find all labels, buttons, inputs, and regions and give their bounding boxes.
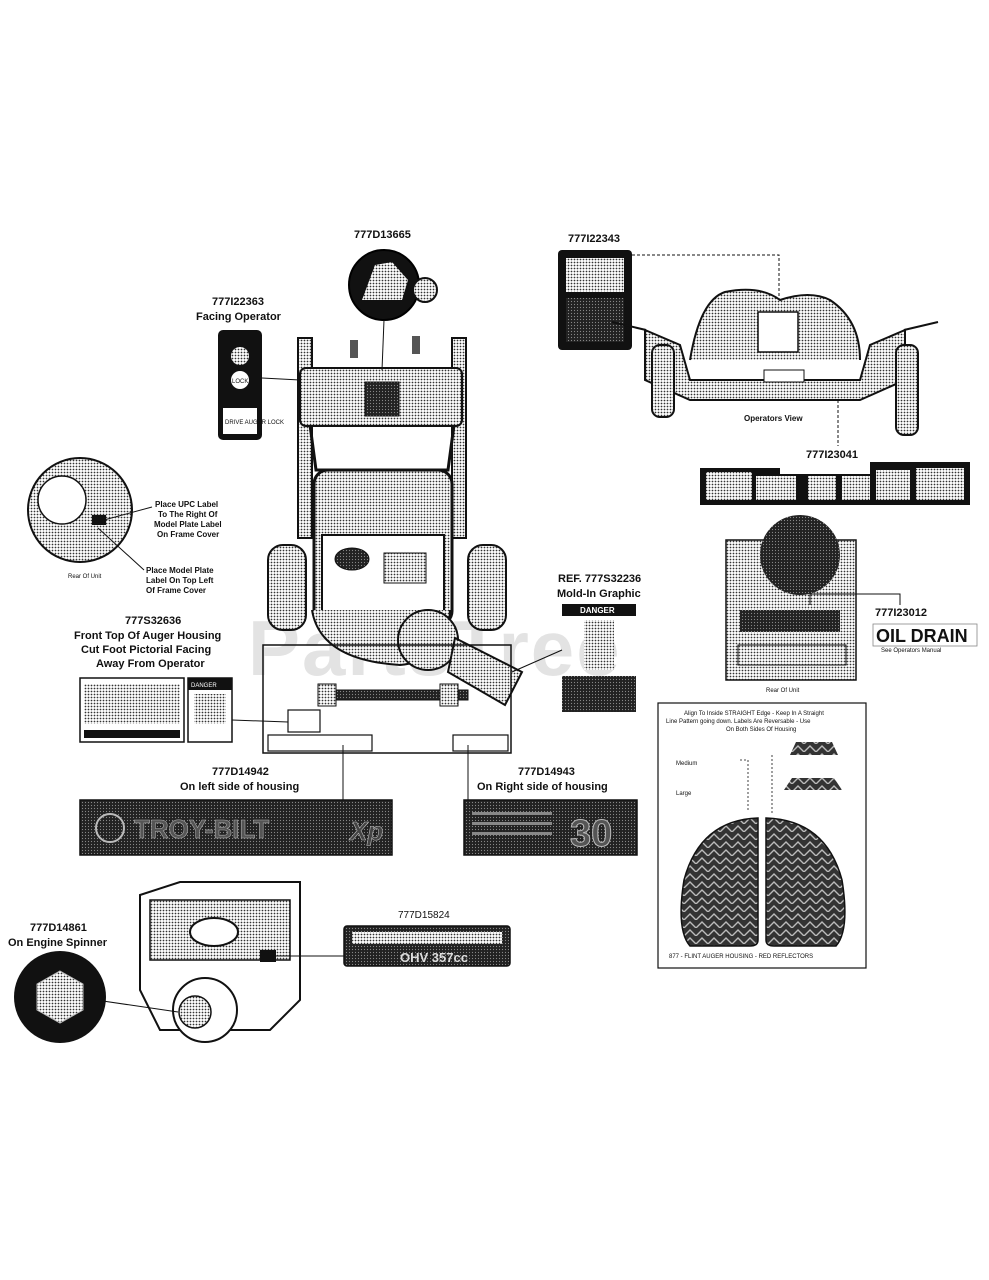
- snowthrower-drawing: [262, 336, 524, 754]
- operators-view-caption: Operators View: [744, 414, 803, 423]
- danger-777s32236: DANGER: [580, 606, 615, 615]
- decal-777i22363[interactable]: LOCK DRIVE AUGER LOCK: [218, 330, 284, 440]
- reflectors-footer: 877 - FLINT AUGER HOUSING - RED REFLECTO…: [669, 954, 813, 960]
- decal-777d14942[interactable]: TROY-BILT Xp: [79, 799, 393, 856]
- upc-note-line-2: To The Right Of: [158, 510, 218, 519]
- part-number-777d14942: 777D14942: [212, 766, 269, 778]
- reflectors-instruction-line-2: Line Pattern going down. Labels Are Reve…: [666, 719, 811, 725]
- model-plate-note-line-2: Label On Top Left: [146, 576, 214, 585]
- upc-note-line-4: On Frame Cover: [157, 530, 219, 539]
- part-number-777i22363: 777I22363: [212, 296, 264, 308]
- reflectors-panel: Align To Inside STRAIGHT Edge - Keep In …: [657, 702, 867, 969]
- note-777i22363: Facing Operator: [196, 311, 282, 323]
- decal-777s32236[interactable]: DANGER: [562, 604, 636, 712]
- note-777s32636-line-2: Cut Foot Pictorial Facing: [81, 644, 211, 656]
- decal-777i22343[interactable]: [558, 250, 632, 350]
- reflector-left[interactable]: [680, 817, 759, 947]
- leader-upc: [103, 506, 153, 521]
- note-777s32636-line-1: Front Top Of Auger Housing: [74, 630, 221, 642]
- reflector-large[interactable]: [784, 778, 842, 790]
- leader-model-plate: [97, 527, 145, 571]
- leader-777s32236: [511, 649, 563, 673]
- frame-cover-inset: [27, 457, 133, 563]
- upc-note-line-1: Place UPC Label: [155, 500, 218, 509]
- leader-777i22363: [261, 377, 301, 381]
- operators-view-drawing: [611, 288, 939, 436]
- decal-777d14861[interactable]: [14, 951, 106, 1043]
- reflectors-instruction-line-1: Align To Inside STRAIGHT Edge - Keep In …: [684, 711, 824, 717]
- decal-777d15824[interactable]: OHV 357cc: [343, 925, 511, 967]
- decal-777d14942-text: TROY-BILT: [134, 814, 269, 844]
- decal-777d14942-suffix: Xp: [348, 816, 383, 846]
- part-number-777s32636: 777S32636: [125, 615, 181, 627]
- decal-777d14943-text: 30: [570, 813, 612, 855]
- part-number-777d15824: 777D15824: [398, 910, 450, 921]
- danger-777s32636: DANGER: [191, 683, 217, 689]
- part-number-777d14861: 777D14861: [30, 922, 87, 934]
- part-number-777i23041: 777I23041: [806, 449, 858, 461]
- part-number-777i23012: 777I23012: [875, 607, 927, 619]
- engine-drawing: [139, 881, 301, 1043]
- part-number-777d13665: 777D13665: [354, 229, 411, 241]
- model-plate-view-caption: Rear Of Unit: [68, 574, 102, 580]
- svg-text:LOCK: LOCK: [232, 379, 248, 385]
- reflector-medium[interactable]: [790, 742, 838, 755]
- part-number-777d14943: 777D14943: [518, 766, 575, 778]
- decal-777i23012[interactable]: [872, 623, 978, 647]
- leader-777d14861: [95, 999, 179, 1013]
- oil-drain-title: OIL DRAIN: [876, 626, 968, 646]
- rear-of-unit-photo: [725, 515, 857, 681]
- note-777s32236: Mold-In Graphic: [557, 588, 641, 600]
- model-plate-note-line-1: Place Model Plate: [146, 566, 214, 575]
- leader-777d13665: [381, 319, 385, 371]
- decal-777s32636[interactable]: DANGER: [79, 677, 233, 743]
- note-777d14861: On Engine Spinner: [8, 937, 108, 949]
- reflectors-instruction-line-3: On Both Sides Of Housing: [726, 727, 796, 733]
- note-777d14943: On Right side of housing: [477, 781, 608, 793]
- decal-777d13665[interactable]: [348, 249, 438, 321]
- note-777s32636-line-3: Away From Operator: [96, 658, 205, 670]
- decal-777d14943[interactable]: 30: [463, 799, 638, 856]
- oil-drain-note: See Operators Manual: [881, 648, 941, 654]
- decal-777i23041[interactable]: [700, 462, 970, 505]
- upc-note-line-3: Model Plate Label: [154, 520, 222, 529]
- decal-777i22363-text: DRIVE AUGER LOCK: [225, 420, 284, 426]
- reflectors-large-label: Large: [676, 791, 692, 797]
- rear-of-unit-caption: Rear Of Unit: [766, 688, 800, 694]
- model-plate-note-line-3: Of Frame Cover: [146, 586, 206, 595]
- decal-777d15824-text: OHV 357cc: [400, 950, 468, 965]
- part-number-777s32236: REF. 777S32236: [558, 573, 641, 585]
- reflectors-medium-label: Medium: [676, 761, 697, 767]
- reflector-right[interactable]: [765, 817, 846, 947]
- note-777d14942: On left side of housing: [180, 781, 299, 793]
- leader-777s32636: [231, 719, 289, 723]
- part-number-777i22343: 777I22343: [568, 233, 620, 245]
- leader-777i23012: [809, 593, 901, 605]
